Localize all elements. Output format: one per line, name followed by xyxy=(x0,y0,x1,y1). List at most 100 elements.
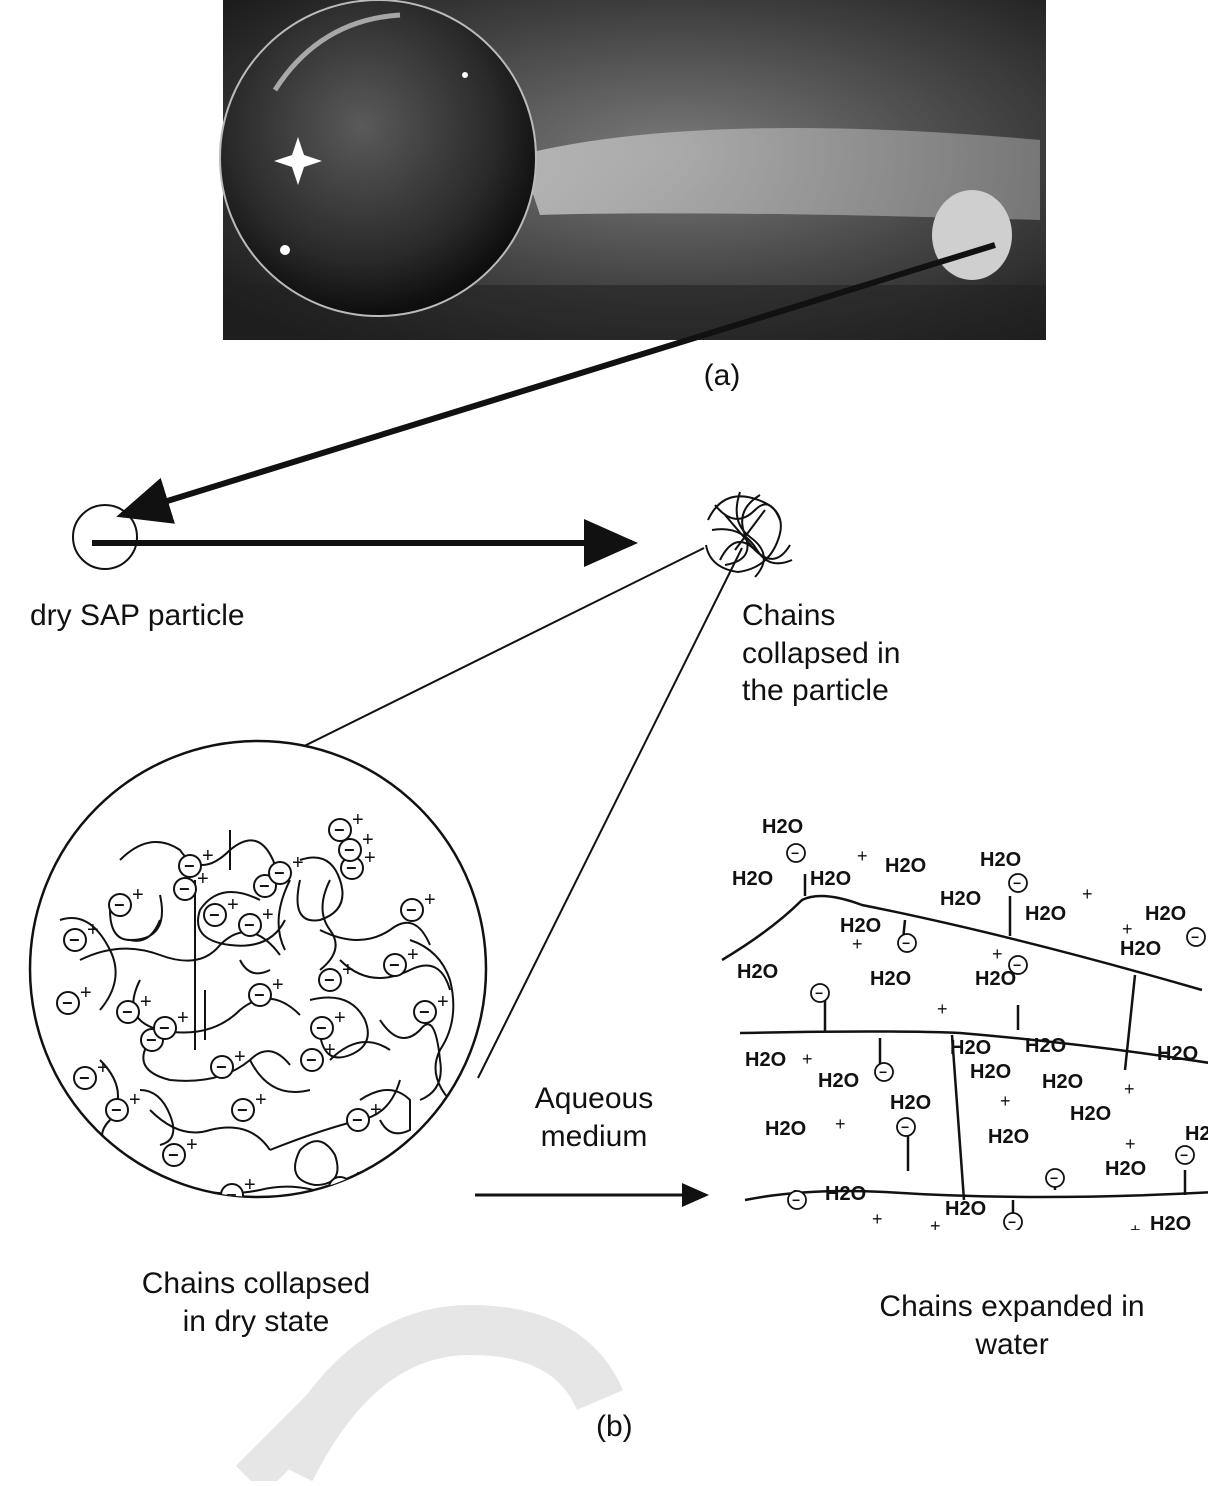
anion-circle xyxy=(1175,1145,1195,1165)
anion-circle xyxy=(203,903,227,927)
chain-strand xyxy=(711,528,793,565)
anion-site: −+ xyxy=(238,904,274,937)
water-molecule-label: H2O xyxy=(1070,1103,1111,1125)
anion-sign: − xyxy=(406,900,417,920)
anion-site: −+ xyxy=(346,1099,382,1132)
label-chains-collapsed-dry: Chains collapsed in dry state xyxy=(141,1267,371,1338)
water-molecule-label: H2O xyxy=(1035,1231,1076,1253)
anion-site: −+ xyxy=(56,982,92,1015)
chain-strand xyxy=(239,959,271,975)
water-molecule-label: H2O xyxy=(970,1061,1011,1083)
cation-sign: + xyxy=(227,894,239,916)
cation-sign: + xyxy=(802,1049,813,1069)
chain-strand xyxy=(719,541,791,561)
chain-strand xyxy=(277,879,291,951)
cation-sign: + xyxy=(362,829,374,851)
anion-sign: − xyxy=(1050,1170,1058,1186)
anion-circle xyxy=(153,1016,177,1040)
chain-strand xyxy=(194,830,231,1050)
cation-sign: + xyxy=(937,999,948,1019)
anion-circle xyxy=(338,838,362,862)
anion-circle xyxy=(810,983,830,1003)
anion-circle xyxy=(400,898,424,922)
cation-sign: + xyxy=(292,852,304,874)
cation-sign: + xyxy=(255,1089,267,1111)
chain-strand xyxy=(309,996,369,1059)
anion-circle xyxy=(116,1000,140,1024)
cation-sign: + xyxy=(437,991,449,1013)
chain-strand xyxy=(139,1089,175,1146)
anion-site: −+ xyxy=(268,852,304,885)
anion-site: −+ xyxy=(318,959,354,992)
cation-sign: + xyxy=(1082,884,1093,904)
label-aqueous-medium: Aqueous medium xyxy=(534,1082,654,1153)
anion-site: −+ xyxy=(162,1134,198,1167)
cation-sign: + xyxy=(334,1007,346,1029)
water-molecule-label: H2O xyxy=(1157,1043,1198,1065)
cation-sign: + xyxy=(324,1039,336,1061)
water-molecule-label: H2O xyxy=(745,1049,786,1071)
dry-sap-particle-photo xyxy=(932,190,1012,280)
water-molecule-label: H2O xyxy=(765,1118,806,1140)
chain-strand xyxy=(249,1059,311,1093)
collapsed-chains-small xyxy=(705,491,793,578)
chain-strand xyxy=(409,939,461,1111)
water-molecule-label: H2O xyxy=(732,868,773,890)
network-chain xyxy=(721,894,1203,992)
anion-circle xyxy=(328,818,352,842)
anion-circle xyxy=(874,1062,894,1082)
cation-sign: + xyxy=(1125,1134,1136,1154)
zoom-line-right xyxy=(477,547,743,1079)
anion-circle xyxy=(1045,1168,1065,1188)
collapsed-chains-magnified xyxy=(28,739,488,1199)
anion-site: −+ xyxy=(63,919,99,952)
anion-sign: − xyxy=(209,905,220,925)
anion-circle xyxy=(231,1098,255,1122)
anion-sign: − xyxy=(902,935,910,951)
anion-site: −+ xyxy=(173,868,209,901)
cation-sign: + xyxy=(97,1057,109,1079)
anion-sign: − xyxy=(815,985,823,1001)
cation-sign: + xyxy=(370,1099,382,1121)
cation-sign: + xyxy=(364,847,376,869)
anion-sign: − xyxy=(146,1030,157,1050)
anion-circle xyxy=(897,933,917,953)
cation-sign: + xyxy=(992,944,1003,964)
anion-circle xyxy=(268,861,292,885)
network-chain xyxy=(950,1034,966,1201)
anion-site: − xyxy=(786,843,806,863)
anion-sign: − xyxy=(334,820,345,840)
cation-sign: + xyxy=(930,1216,941,1236)
water-molecule-label: H2O xyxy=(890,1092,931,1114)
cation-sign: + xyxy=(835,1114,846,1134)
anion-sign: − xyxy=(122,1002,133,1022)
cation-sign: + xyxy=(140,991,152,1013)
label-panel-a: (a) xyxy=(703,359,741,392)
photograph-panel-a xyxy=(219,0,1046,340)
anion-circle xyxy=(1008,873,1028,893)
anion-sign: − xyxy=(389,955,400,975)
label-panel-b: (b) xyxy=(596,1410,633,1443)
chain-strand xyxy=(724,494,761,566)
anion-sign: − xyxy=(259,876,270,896)
anion-sign: − xyxy=(79,1068,90,1088)
water-molecule-label: H2O xyxy=(870,968,911,990)
anion-sign: − xyxy=(792,1192,800,1208)
anion-site: −+ xyxy=(73,1057,109,1090)
cation-sign: + xyxy=(1122,919,1133,939)
network-chain xyxy=(739,1030,1208,1064)
anion-sign: − xyxy=(316,1018,327,1038)
cation-sign: + xyxy=(1130,1220,1141,1240)
water-molecule-label: H2O xyxy=(1105,1158,1146,1180)
water-molecule-label: H2O xyxy=(980,849,1021,871)
anion-circle xyxy=(346,1108,370,1132)
anion-circle xyxy=(63,928,87,952)
label-chains-expanded-water: Chains expanded in water xyxy=(879,1290,1145,1361)
anion-sign: − xyxy=(879,1064,887,1080)
anion-site: −+ xyxy=(328,809,364,842)
polymer-chains-dry: −+−+−+−+−+−+−+−+−+−+−+−+−+−+−+−+−+−+−+−+… xyxy=(56,809,461,1197)
dry-sap-particle-circle xyxy=(72,504,138,570)
anion-circle xyxy=(318,968,342,992)
cation-sign: + xyxy=(244,1174,256,1196)
